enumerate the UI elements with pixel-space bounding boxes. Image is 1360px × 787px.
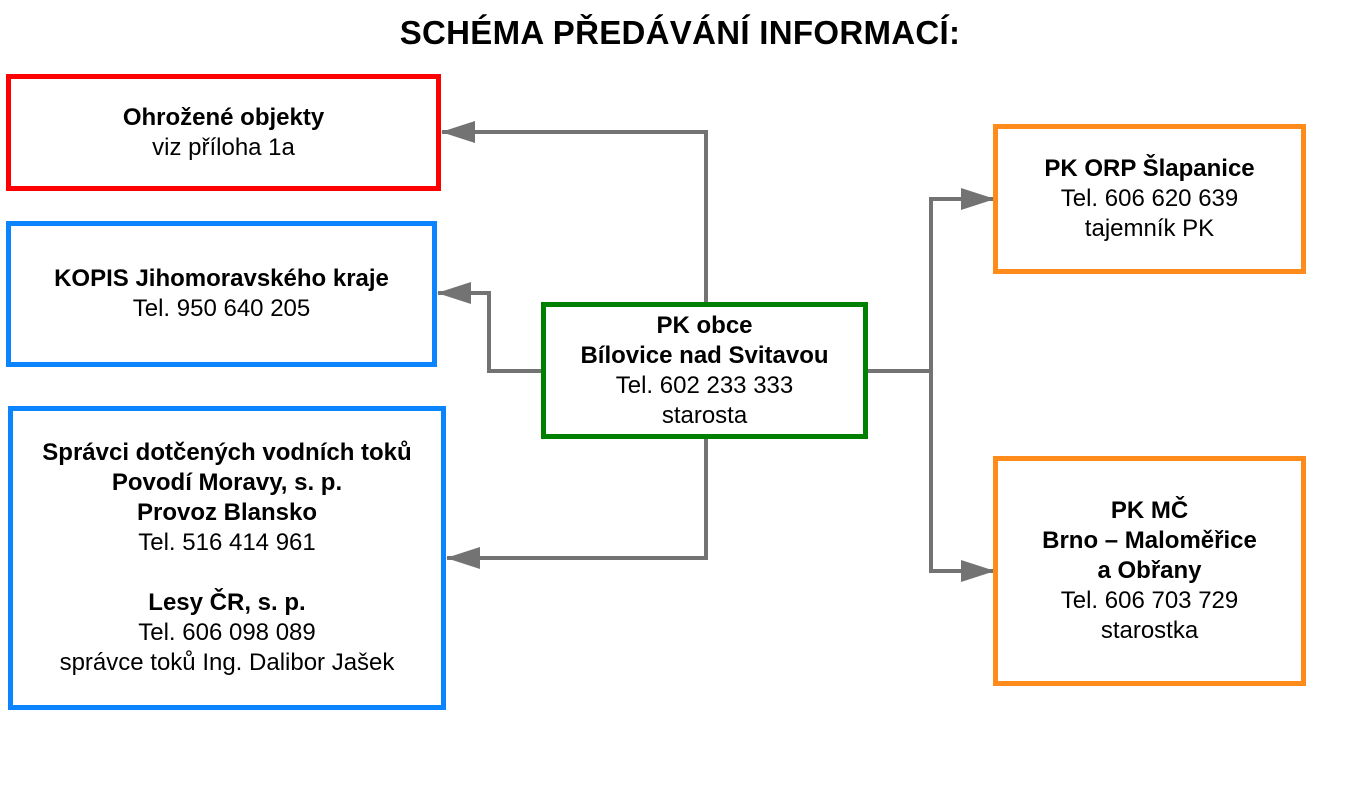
povodi-moravy-name: Povodí Moravy, s. p. — [111, 469, 343, 496]
kopis-phone: Tel. 950 640 205 — [132, 295, 311, 322]
threatened-objects-name: Ohrožené objekty — [122, 103, 325, 131]
threatened-objects-note: viz příloha 1a — [152, 133, 295, 161]
threatened-objects-box: Ohrožené objekty viz příloha 1a — [6, 74, 441, 191]
mc-phone: Tel. 606 703 729 — [1060, 587, 1239, 614]
mc-role: starostka — [1100, 617, 1199, 644]
municipal-crisis-staff-box: PK obce Bílovice nad Svitavou Tel. 602 2… — [541, 302, 868, 439]
mc-brno-box: PK MČ Brno – Maloměřice a Obřany Tel. 60… — [993, 456, 1306, 686]
mc-title: PK MČ — [1110, 497, 1189, 524]
center-phone: Tel. 602 233 333 — [615, 371, 794, 399]
center-title: PK obce — [656, 311, 753, 339]
povodi-moravy-phone: Tel. 516 414 961 — [138, 529, 316, 556]
kopis-box: KOPIS Jihomoravského kraje Tel. 950 640 … — [6, 221, 437, 367]
provoz-blansko-name: Provoz Blansko — [136, 499, 318, 526]
mc-district: Brno – Maloměřice — [1042, 527, 1257, 554]
center-role: starosta — [661, 401, 748, 429]
arrow-to-mc-brno — [929, 371, 995, 582]
water-managers-box: Správci dotčených vodních toků Povodí Mo… — [8, 406, 446, 710]
orp-slapanice-box: PK ORP Šlapanice Tel. 606 620 639 tajemn… — [993, 124, 1306, 274]
lesy-cr-phone: Tel. 606 098 089 — [138, 619, 316, 646]
orp-role: tajemník PK — [1084, 215, 1215, 242]
arrow-to-orp-slapanice — [929, 188, 995, 371]
arrow-to-kopis — [437, 282, 541, 373]
orp-phone: Tel. 606 620 639 — [1060, 185, 1239, 212]
lesy-cr-contact: správce toků Ing. Dalibor Jašek — [59, 649, 395, 676]
water-managers-heading: Správci dotčených vodních toků — [42, 439, 412, 466]
diagram-title: SCHÉMA PŘEDÁVÁNÍ INFORMACÍ: — [399, 14, 961, 51]
arrow-to-water-managers — [446, 439, 708, 569]
kopis-name: KOPIS Jihomoravského kraje — [54, 265, 389, 292]
lesy-cr-name: Lesy ČR, s. p. — [148, 589, 306, 616]
arrow-to-threatened-objects — [441, 121, 708, 302]
orp-name: PK ORP Šlapanice — [1044, 155, 1255, 182]
mc-district-cont: a Obřany — [1097, 557, 1202, 584]
center-municipality: Bílovice nad Svitavou — [580, 341, 829, 369]
